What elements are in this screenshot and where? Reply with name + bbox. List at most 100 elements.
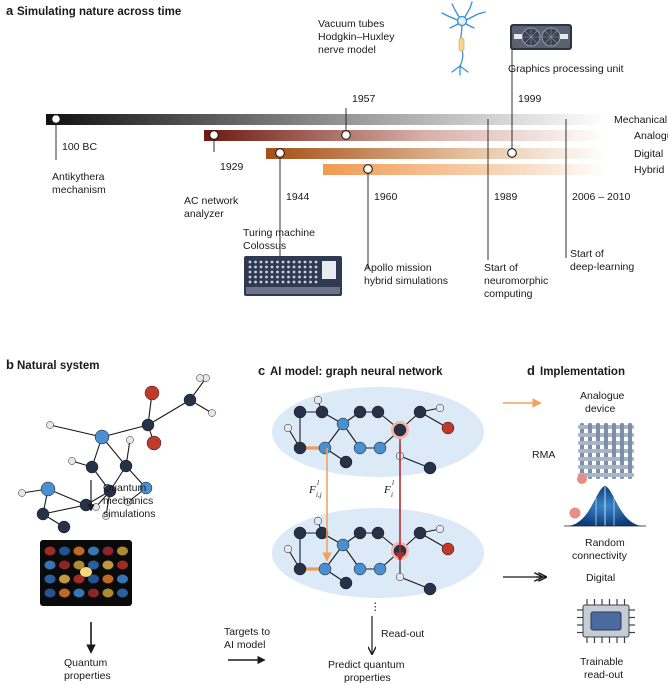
graph-node-top — [318, 441, 332, 455]
atom — [18, 489, 26, 497]
atom — [68, 457, 76, 465]
orbital-blob — [88, 546, 99, 556]
colossus-dot — [248, 280, 252, 284]
colossus-dot — [309, 275, 312, 279]
atom — [103, 484, 117, 498]
f-i-label: F l i — [383, 479, 394, 499]
rma-crossbar-icon — [577, 423, 634, 484]
atom — [141, 418, 155, 432]
colossus-dot — [248, 270, 252, 274]
event-ac-network-line1: AC network — [184, 195, 239, 207]
orbital-blob — [73, 546, 85, 556]
colossus-dot — [270, 275, 274, 279]
random-label-line1: Random — [585, 537, 625, 549]
panel-c: c AI model: graph neural network F l i,j… — [258, 363, 484, 684]
event-antikythera-line1: Antikythera — [52, 171, 105, 183]
svg-text:i: i — [391, 491, 393, 499]
colossus-dot — [292, 275, 296, 279]
event-apollo-line1: Apollo mission — [364, 262, 432, 274]
digital-label: Digital — [586, 572, 615, 584]
svg-text:F: F — [308, 484, 316, 496]
colossus-dot — [259, 275, 263, 279]
event-turing-line2: Colossus — [243, 240, 286, 252]
track-analogue-bar — [204, 130, 606, 141]
graph-node-top — [315, 405, 329, 419]
graph-node-bottom — [283, 544, 293, 554]
event-deep-learning-line2: deep-learning — [570, 261, 634, 273]
colossus-dot — [254, 280, 257, 284]
colossus-dot — [265, 270, 268, 274]
analogue-label-line2: device — [585, 403, 616, 415]
graph-node-bottom — [339, 576, 353, 590]
year-1957: 1957 — [352, 93, 376, 105]
qm-label-line1: Quantum — [103, 482, 146, 494]
colossus-dot — [254, 270, 257, 274]
orbital-blob — [117, 560, 128, 570]
trainable-label-line1: Trainable — [580, 656, 624, 668]
orbital-blob — [117, 546, 128, 556]
colossus-dot — [287, 265, 290, 269]
colossus-dot — [281, 265, 285, 269]
track-label-hybrid: Hybrid — [634, 164, 665, 176]
colossus-dot — [270, 280, 274, 284]
colossus-dot — [309, 260, 312, 264]
colossus-dot — [276, 260, 279, 264]
atom — [196, 374, 204, 382]
random-label-line2: connectivity — [572, 550, 628, 562]
molecule-natural — [18, 374, 216, 534]
graph-node-top — [353, 441, 367, 455]
marker-1944 — [275, 148, 285, 158]
graph-node-top — [441, 421, 455, 435]
colossus-dot — [314, 270, 318, 274]
orbital-density-image — [40, 540, 132, 606]
panel-b: b Natural system — [6, 357, 270, 682]
graph-node-bottom — [336, 538, 350, 552]
atom — [144, 385, 160, 401]
colossus-dot — [314, 260, 318, 264]
quantum-properties-line2: properties — [64, 670, 111, 682]
crossbar-row — [578, 465, 634, 469]
panel-c-letter: c — [258, 363, 265, 378]
colossus-dot — [292, 270, 296, 274]
colossus-dot — [270, 265, 274, 269]
graph-node-bottom — [315, 526, 329, 540]
graph-node-top — [353, 405, 367, 419]
colossus-dot — [259, 280, 263, 284]
panel-a-letter: a — [6, 3, 14, 18]
crossbar-column — [628, 423, 632, 479]
analogue-label-line1: Analogue — [580, 390, 625, 402]
graph-node-top — [373, 441, 387, 455]
colossus-machine-icon — [244, 256, 342, 296]
rma-label: RMA — [532, 449, 555, 461]
graph-node-top — [339, 455, 353, 469]
orbital-blob — [88, 560, 99, 570]
colossus-dot — [276, 265, 279, 269]
marker-1960 — [363, 164, 373, 174]
atom — [208, 409, 216, 417]
event-deep-learning-line1: Start of — [570, 248, 604, 260]
colossus-dot — [314, 265, 318, 269]
crossbar-row — [578, 473, 634, 477]
f-ij-label: F l i,j — [308, 479, 322, 499]
colossus-dot — [270, 260, 274, 264]
crossbar-input-dot — [577, 474, 587, 484]
graph-node-top — [435, 403, 445, 413]
orbital-blob — [44, 574, 56, 584]
colossus-dot — [287, 280, 290, 284]
year-1929: 1929 — [220, 161, 244, 173]
graph-node-bottom — [353, 526, 367, 540]
colossus-dot — [254, 265, 257, 269]
svg-text:i,j: i,j — [316, 491, 322, 499]
atom — [102, 512, 110, 520]
event-vacuum-line2: Hodgkin–Huxley — [318, 31, 395, 43]
colossus-dot — [303, 275, 307, 279]
orbital-blob — [73, 588, 85, 598]
colossus-dot — [254, 275, 257, 279]
crossbar-row — [578, 449, 634, 453]
orbital-blob — [44, 560, 56, 570]
colossus-dot — [281, 280, 285, 284]
panel-c-title: AI model: graph neural network — [270, 366, 443, 378]
graph-molecule-top — [283, 395, 455, 475]
graph-node-top — [293, 441, 307, 455]
graph-node-bottom — [293, 562, 307, 576]
